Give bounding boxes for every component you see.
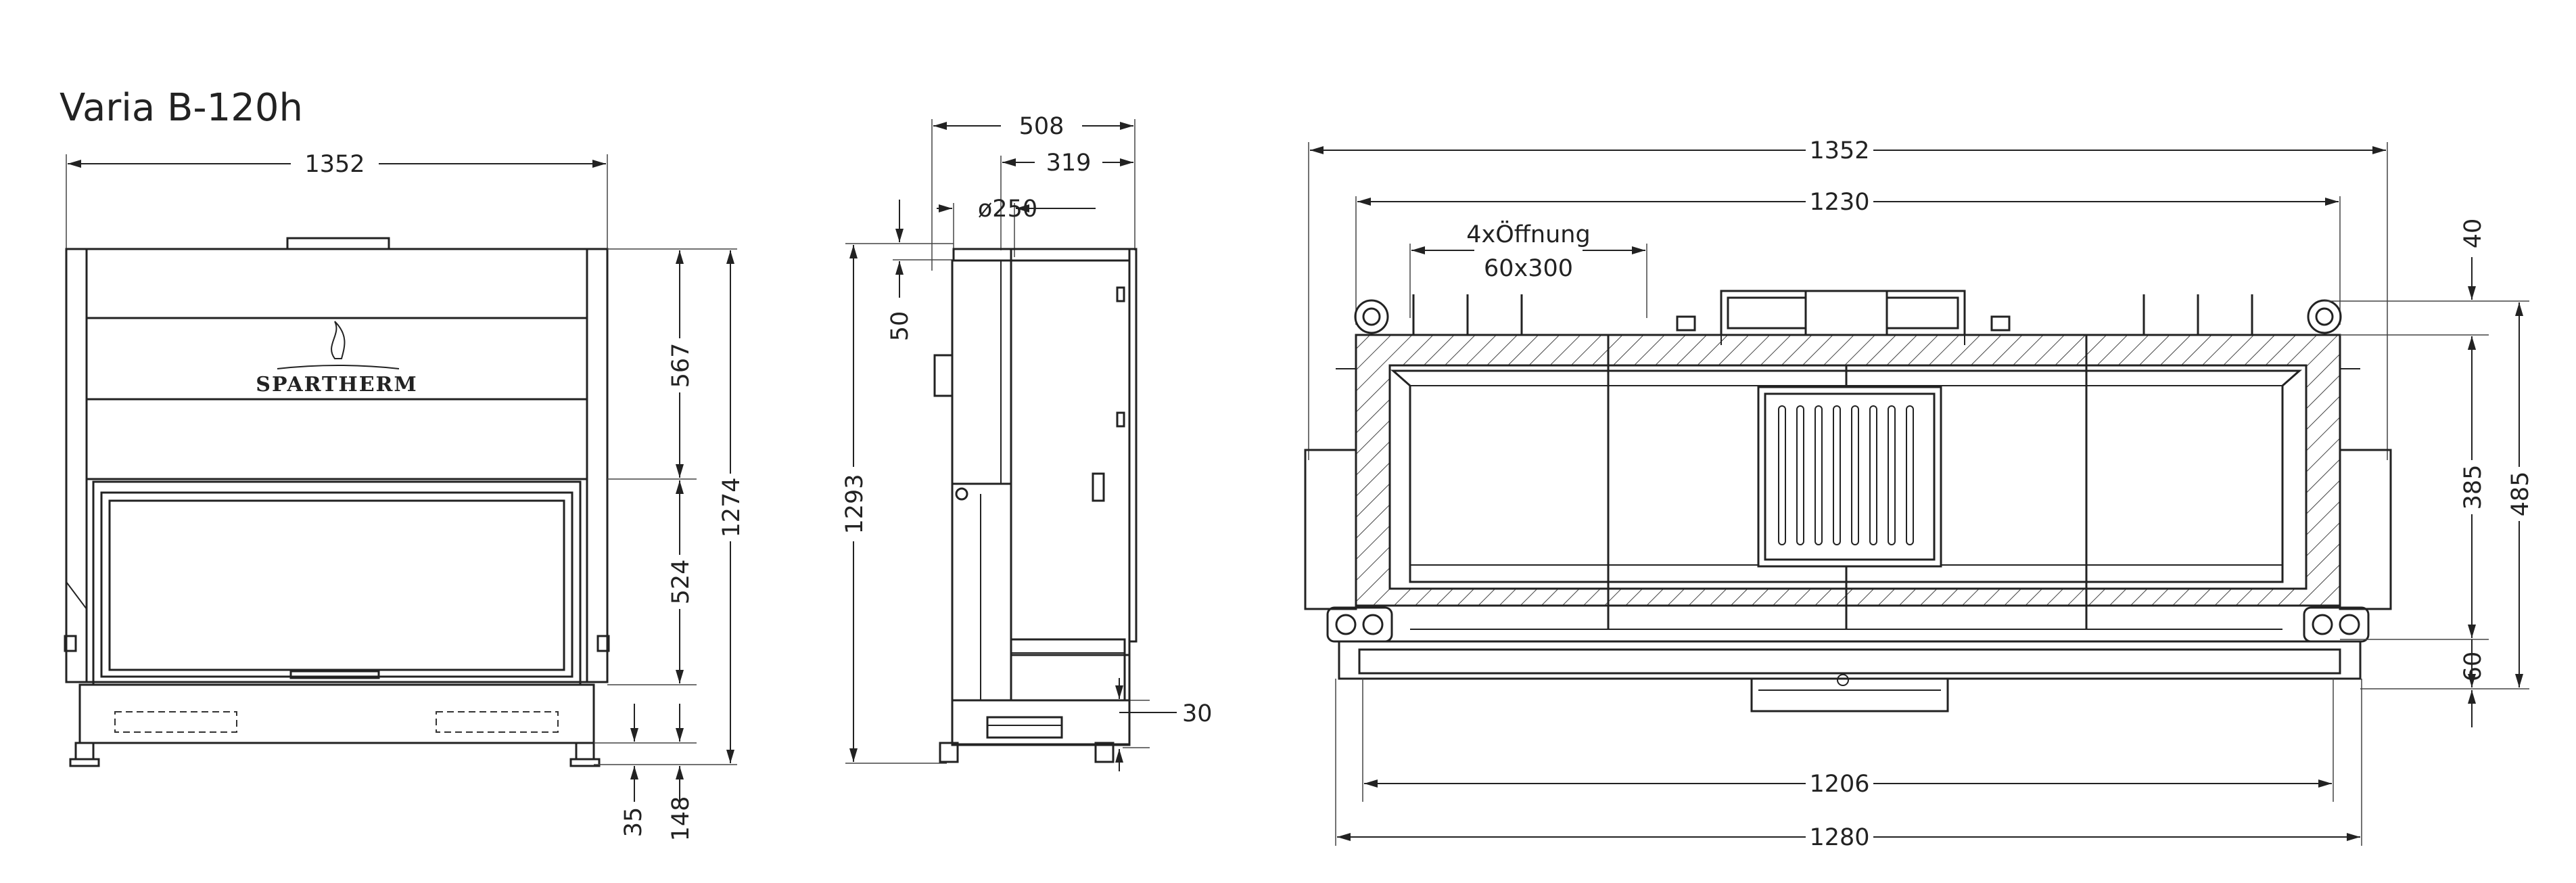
side-depth-dimensions: 508 319 ø250 50 1293 30 [841,113,1213,771]
brand-text: SPARTHERM [256,373,417,397]
top-view: 1352 1230 4xÖffnung 60x300 [1304,137,2534,851]
side-depth-label: 508 [1019,113,1064,140]
side-height-label: 1293 [841,474,868,534]
top-width-dimensions: 1352 1230 4xÖffnung 60x300 [1308,137,2388,460]
product-title: Varia B-120h [60,86,303,130]
side-view: 508 319 ø250 50 1293 30 [841,113,1213,771]
top-outer-width-label: 1352 [1809,137,1869,164]
opening-note-line2: 60x300 [1484,255,1573,282]
top-width-1206-label: 1206 [1809,771,1869,798]
front-width-label: 1352 [304,151,365,178]
side-depth-partial-label: 319 [1046,150,1092,177]
top-bottom-dimensions: 1206 1280 [1335,679,2362,851]
top-width-1280-label: 1280 [1809,824,1869,851]
top-inner-width-label: 1230 [1809,189,1869,216]
top-right-485-label: 485 [2507,472,2534,517]
spartherm-logo: SPARTHERM [256,321,417,397]
front-view: 1352 SPARTHERM [64,151,745,842]
top-right-dimensions: 40 385 485 60 [2324,219,2534,727]
grill-slots [1778,405,1914,545]
front-foot-label: 35 [620,807,647,838]
front-width-dimension: 1352 [66,151,608,250]
side-flue-label: ø250 [978,196,1037,223]
top-right-385-label: 385 [2460,465,2487,510]
side-flue-offset-label: 50 [887,311,914,342]
front-top-section-label: 567 [668,343,695,388]
front-middle-section-label: 524 [668,560,695,605]
side-bottom-label: 30 [1182,700,1213,727]
front-height-dimensions: 567 524 1274 35 148 [594,248,745,842]
front-base-label: 148 [668,796,695,842]
front-total-height-label: 1274 [718,477,745,537]
opening-note-line1: 4xÖffnung [1466,220,1590,248]
top-right-40-label: 40 [2460,219,2487,249]
top-right-60-label: 60 [2460,652,2487,682]
